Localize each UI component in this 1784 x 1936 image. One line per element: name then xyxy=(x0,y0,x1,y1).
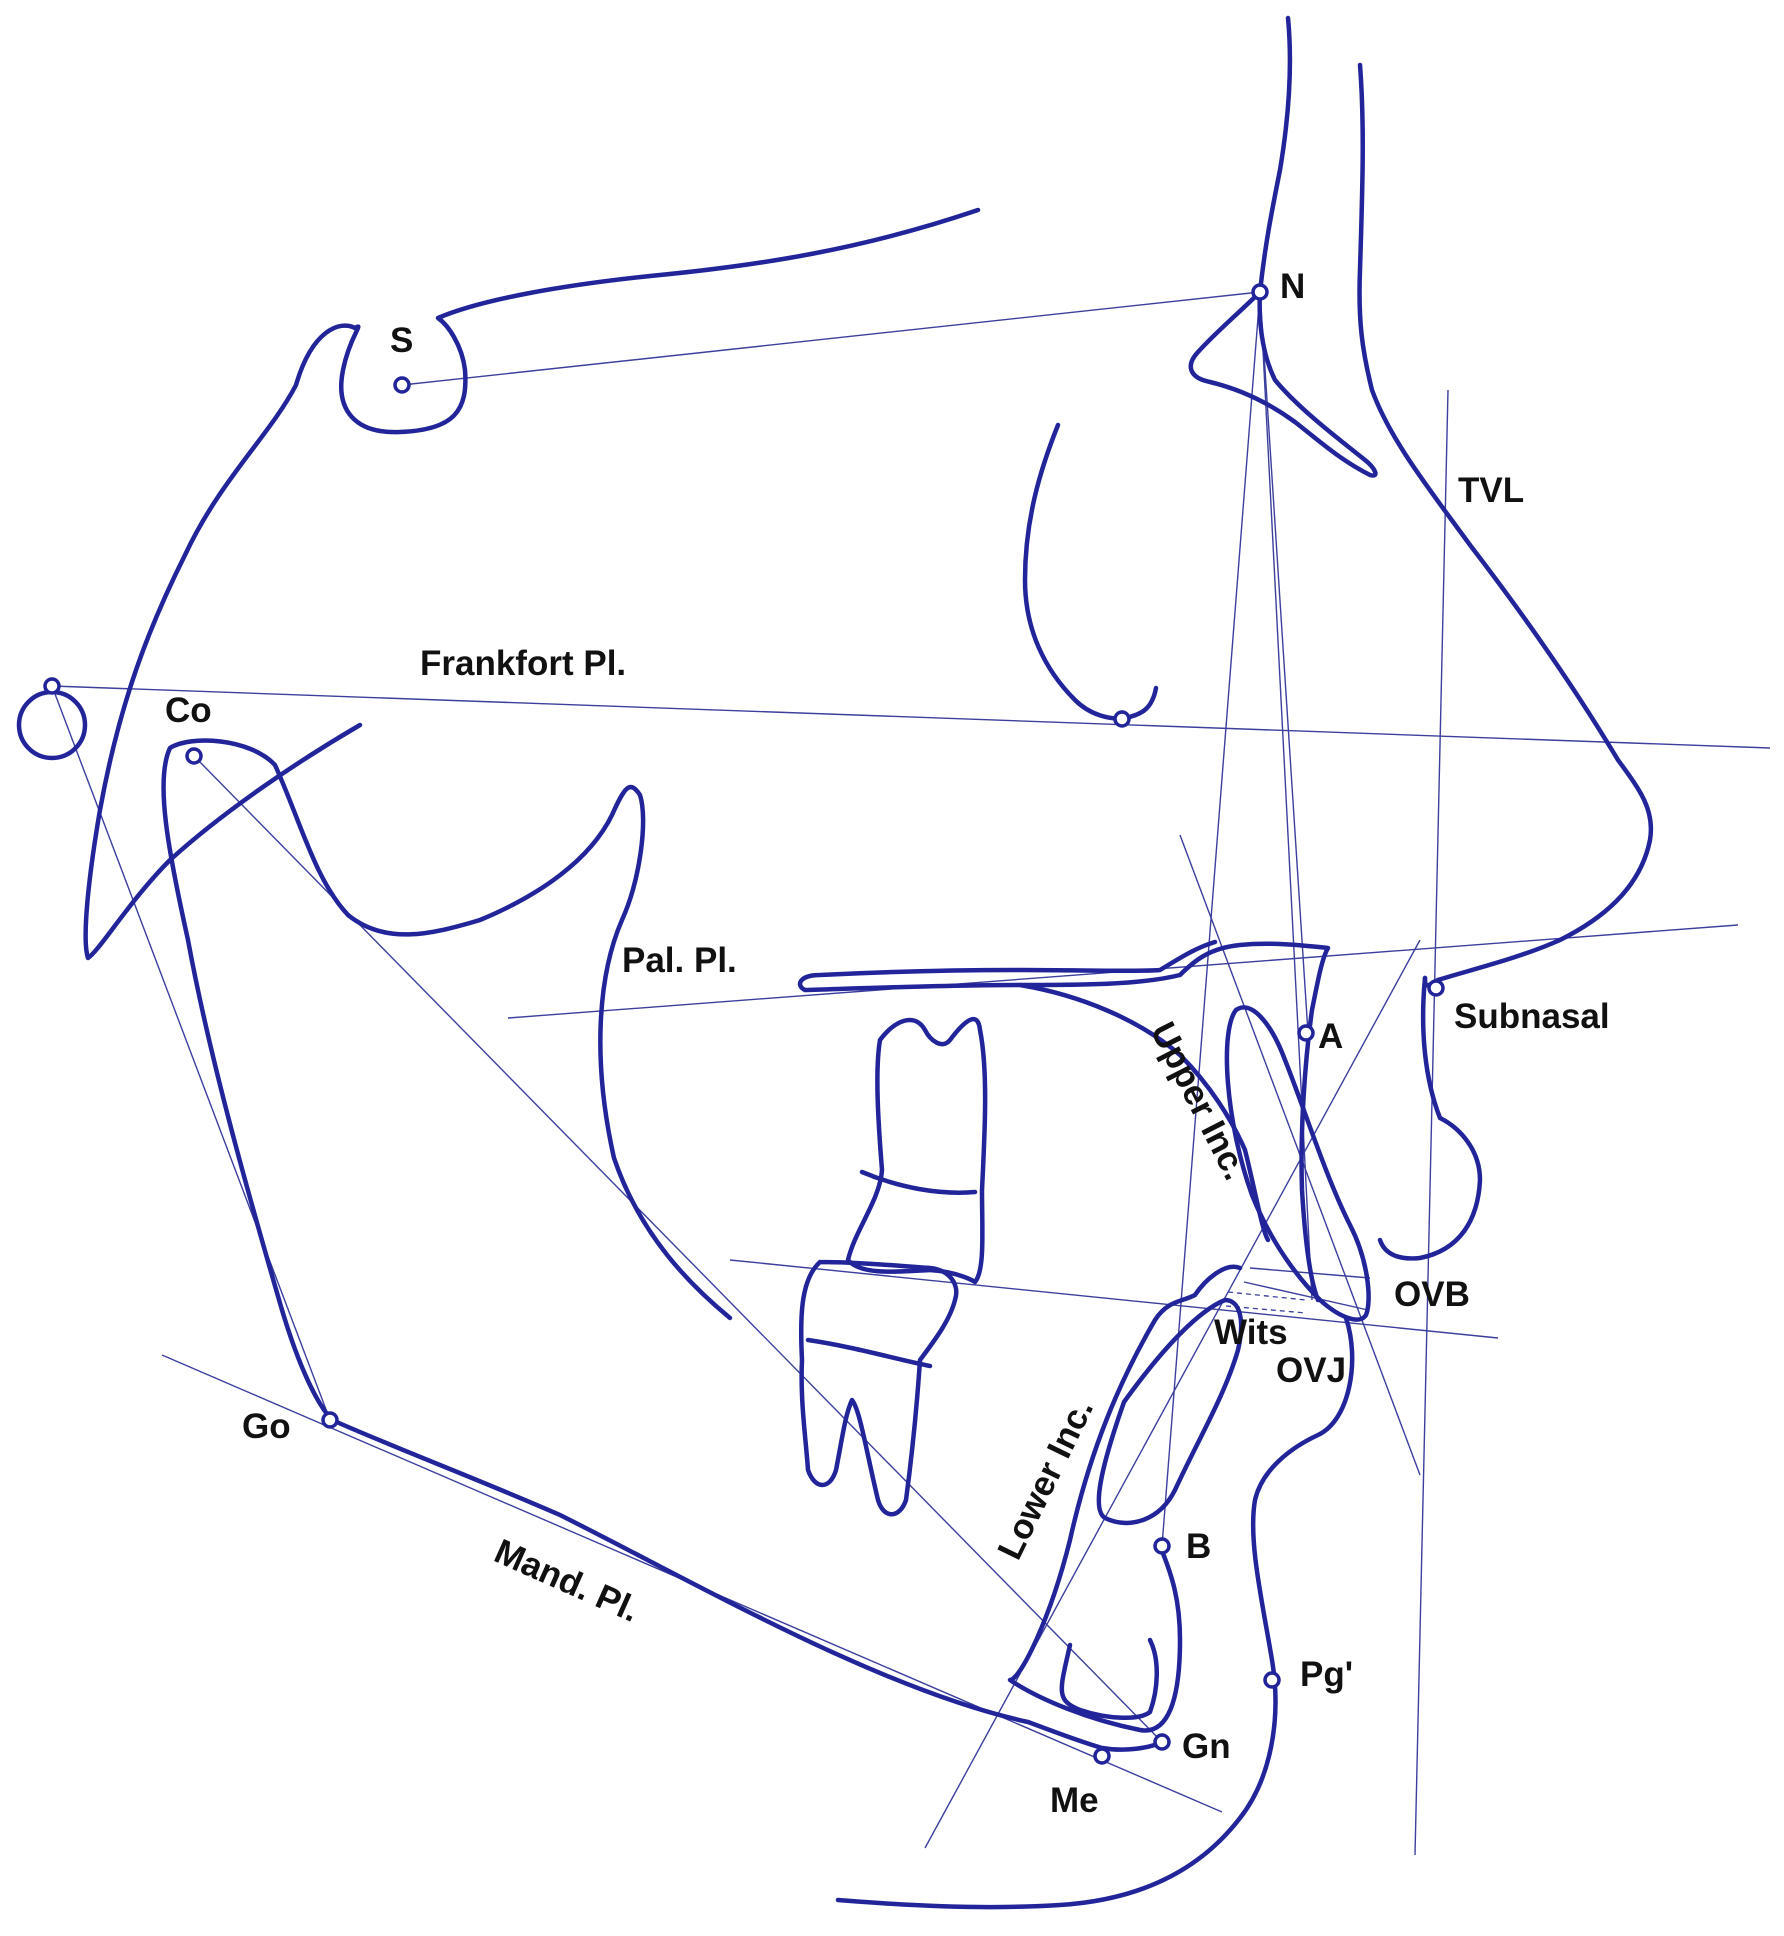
label-gn: Gn xyxy=(1182,1727,1231,1766)
nasion-bone-outline xyxy=(1188,15,1378,478)
label-me: Me xyxy=(1050,1781,1099,1820)
tvl-line xyxy=(1414,389,1449,1856)
symphysis-outline xyxy=(1007,1264,1243,1733)
n-a-line xyxy=(1259,291,1309,1034)
label-s: S xyxy=(390,321,413,360)
label-pg: Pg' xyxy=(1300,1655,1353,1694)
soft-tissue-nose-outline xyxy=(1357,62,1654,988)
labels: S N Co Go A Subnasal B Pg' Gn Me TVL Fra… xyxy=(165,267,1610,1820)
b-point xyxy=(1153,1537,1171,1555)
nasal-floor-outline xyxy=(1017,982,1271,1243)
chin-soft-tissue-outline xyxy=(835,1315,1355,1910)
label-wits: Wits xyxy=(1214,1313,1288,1352)
occlusal-plane-line xyxy=(729,1259,1499,1339)
subnasal-point xyxy=(1427,979,1445,997)
upper-molar-cej-line xyxy=(859,1169,978,1195)
lower-incisor-axis-line xyxy=(924,939,1421,1849)
label-frankfort-plane: Frankfort Pl. xyxy=(420,644,626,683)
label-palatal-plane: Pal. Pl. xyxy=(622,941,737,980)
upper-lip-outline xyxy=(1377,975,1483,1261)
ovb-lower-line xyxy=(1243,1281,1369,1311)
label-go: Go xyxy=(242,1407,291,1446)
palate-outline xyxy=(797,939,1331,1303)
nasion-point xyxy=(1251,283,1269,301)
gonion-point xyxy=(321,1411,339,1429)
condylion-point xyxy=(185,747,203,765)
frankfort-plane-line xyxy=(51,685,1771,749)
lower-incisor-crown-outline xyxy=(1096,1297,1244,1526)
ear-rod-outline xyxy=(16,689,88,761)
label-a: A xyxy=(1318,1017,1343,1056)
s-n-line xyxy=(401,291,1261,386)
label-n: N xyxy=(1280,267,1305,306)
n-pogonion-line xyxy=(1259,291,1313,1301)
anatomical-outlines xyxy=(16,15,1654,1910)
cranial-base-outline xyxy=(83,207,981,961)
label-tvl: TVL xyxy=(1458,471,1524,510)
label-b: B xyxy=(1186,1527,1211,1566)
menton-point xyxy=(1093,1747,1111,1765)
soft-pogonion-point xyxy=(1263,1671,1281,1689)
reference-lines xyxy=(51,291,1771,1856)
lower-molar-outline xyxy=(798,1259,959,1517)
orbit-outline xyxy=(1022,422,1159,721)
wits-projection-a xyxy=(1227,1291,1307,1301)
label-co: Co xyxy=(165,691,212,730)
porion-point xyxy=(43,677,61,695)
label-ovb: OVB xyxy=(1394,1275,1470,1314)
orbitale-point xyxy=(1113,710,1131,728)
landmark-points xyxy=(43,283,1445,1765)
lower-incisor-root-outline xyxy=(1059,1637,1159,1720)
gnathion-point xyxy=(1153,1733,1171,1751)
a-point xyxy=(1297,1024,1315,1042)
sella-point xyxy=(393,376,411,394)
label-ovj: OVJ xyxy=(1276,1351,1346,1390)
mandible-outline xyxy=(161,738,1165,1752)
label-subnasal: Subnasal xyxy=(1454,997,1610,1036)
upper-incisor-outline xyxy=(1224,1005,1371,1322)
upper-molar-outline xyxy=(845,1016,988,1285)
label-upper-incisor: Upper Inc. xyxy=(1143,1016,1255,1186)
lower-molar-cej-line xyxy=(805,1337,933,1369)
